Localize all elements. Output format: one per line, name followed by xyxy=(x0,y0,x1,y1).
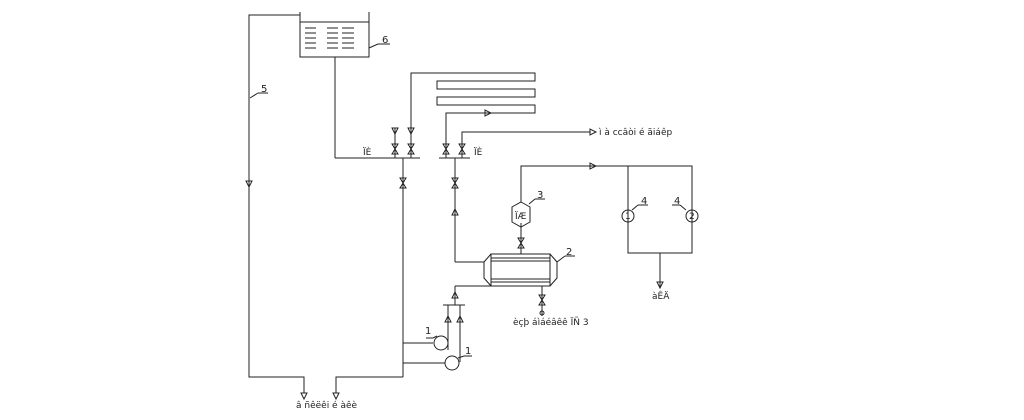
pumps-1: 1 1 xyxy=(403,304,472,371)
line-number: 5 xyxy=(261,84,267,95)
line-5: 5 xyxy=(245,14,305,393)
pump-number-2: 1 xyxy=(465,346,471,357)
unit-number-1: 4 xyxy=(641,196,647,207)
heater-label: ÏÆ xyxy=(515,211,527,222)
units-4: 1 4 2 4 àÊÄ xyxy=(621,196,699,302)
unit-mark-2: 2 xyxy=(689,212,695,222)
consumer-label: ì à ccâòi é ãiáêp xyxy=(598,127,672,138)
bottom-outlets: â ñêëêi é àêè xyxy=(296,376,403,411)
heater-number: 3 xyxy=(537,190,543,201)
tank-number: 6 xyxy=(382,35,388,46)
ie-label-left: ÏÈ xyxy=(363,146,372,158)
sewer-label: àÊÄ xyxy=(652,290,670,302)
drain-label: èçþ áìáéâêê ÏÑ 3 xyxy=(513,317,589,328)
left-header: ÏÈ xyxy=(334,57,536,377)
ie-label-right: ÏÈ xyxy=(474,146,483,158)
unit-mark-1: 1 xyxy=(625,212,631,222)
unit-number-2: 4 xyxy=(674,196,680,207)
right-header: ÏÈ ì à ccâòi é ãiáêp xyxy=(439,127,672,263)
bottom-label: â ñêëêi é àêè xyxy=(296,400,358,411)
exchanger-number: 2 xyxy=(566,247,572,258)
heater-3: ÏÆ 3 xyxy=(511,162,693,254)
heat-exchanger-2: 2 èçþ áìáéâêê ÏÑ 3 xyxy=(451,247,589,328)
pump-number-1: 1 xyxy=(425,326,431,337)
tank-6: 6 xyxy=(299,12,390,58)
